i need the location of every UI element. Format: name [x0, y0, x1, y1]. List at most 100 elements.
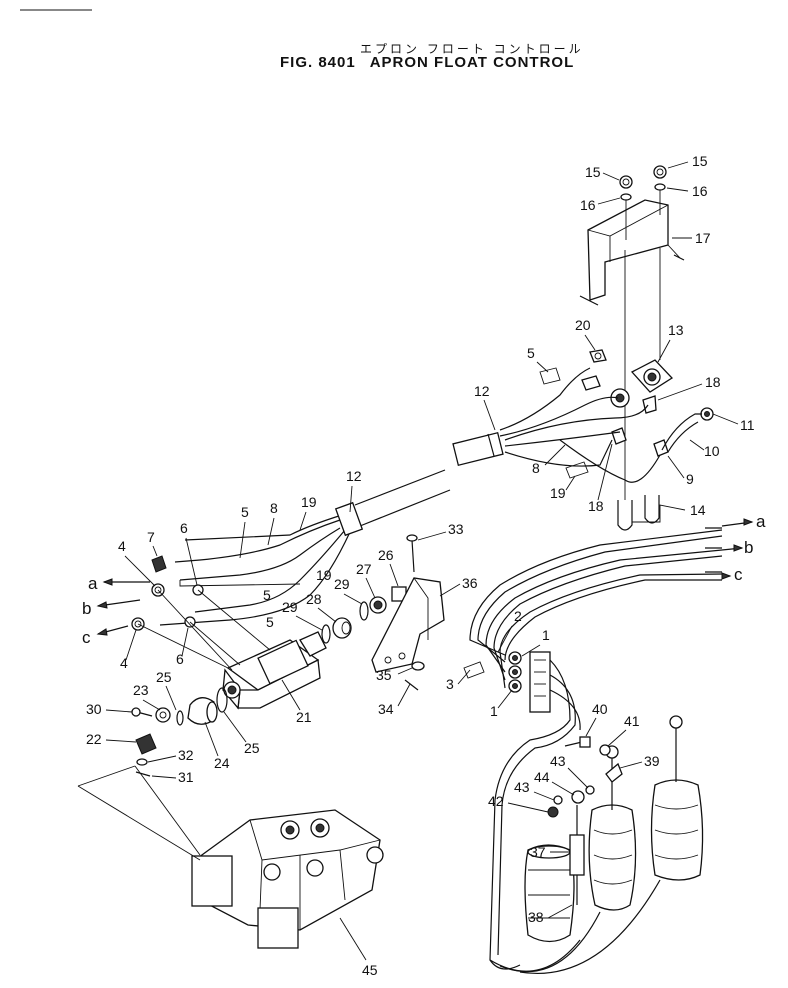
letter-b-left: b	[82, 599, 91, 618]
callout-15: 15	[585, 164, 601, 180]
callout-16: 16	[692, 183, 708, 199]
control-unit-38	[524, 844, 575, 943]
callout-7: 7	[147, 529, 155, 545]
callout-3: 3	[446, 676, 454, 692]
callout-18: 18	[705, 374, 721, 390]
fitting-27	[369, 596, 387, 614]
arrow-a-left	[102, 578, 150, 586]
bolt-30	[131, 707, 153, 717]
callout-4: 4	[118, 538, 126, 554]
callout-15: 15	[692, 153, 708, 169]
callout-45: 45	[362, 962, 378, 978]
washer-35	[411, 661, 425, 671]
arrow-c-left	[96, 625, 129, 636]
tube-bundle-middle	[159, 469, 451, 626]
callout-19: 19	[316, 567, 332, 583]
pin-31	[135, 771, 151, 777]
bolt-40	[564, 736, 591, 748]
callout-29: 29	[282, 599, 298, 615]
bracket-36	[371, 577, 445, 673]
nut-15-right	[653, 165, 667, 179]
nut-1c	[508, 679, 522, 693]
arrow-b-left	[96, 599, 141, 609]
fitting-22	[135, 733, 157, 755]
callout-25: 25	[244, 740, 260, 756]
callout-27: 27	[356, 561, 372, 577]
callout-23: 23	[133, 682, 149, 698]
callout-17: 17	[695, 230, 711, 246]
u-clamp-14b	[644, 495, 660, 524]
callout-11: 11	[740, 417, 755, 433]
switch-37	[569, 805, 585, 905]
connector-block	[529, 651, 551, 713]
oring-25	[216, 687, 228, 713]
callout-37: 37	[530, 844, 546, 860]
callout-35: 35	[376, 667, 392, 683]
arrow-c-right	[721, 572, 732, 580]
callout-41: 41	[624, 713, 640, 729]
callout-31: 31	[178, 769, 194, 785]
washer-16-right	[654, 183, 666, 191]
washer-43b	[553, 795, 563, 805]
callout-8: 8	[270, 500, 278, 516]
callout-39: 39	[644, 753, 660, 769]
fitting-28	[332, 617, 352, 639]
fitting-18b	[611, 427, 627, 445]
screw-33	[406, 534, 418, 573]
callout-6: 6	[180, 520, 188, 536]
fitting-20b	[581, 375, 601, 391]
nut-1a	[508, 651, 522, 665]
callout-34: 34	[378, 701, 394, 717]
title-japanese: エプロン フロート コントロール	[360, 42, 584, 56]
callout-24: 24	[214, 755, 230, 771]
washer-16-left	[620, 193, 632, 201]
nut-1b	[508, 665, 522, 679]
bolt-34	[404, 679, 419, 691]
callout-40: 40	[592, 701, 608, 717]
leader-22-45	[77, 765, 136, 787]
washer-32	[136, 758, 148, 766]
callout-21: 21	[296, 709, 312, 725]
nut-42	[547, 806, 559, 818]
callout-4: 4	[120, 655, 128, 671]
callout-14: 14	[690, 502, 706, 518]
washer-41	[599, 744, 611, 756]
callout-25: 25	[156, 669, 172, 685]
callout-32: 32	[178, 747, 194, 763]
nut-23	[155, 707, 171, 723]
callout-5: 5	[241, 504, 249, 520]
callout-5: 5	[527, 345, 535, 361]
fitting-7	[151, 555, 167, 573]
figure-number: FIG. 8401	[280, 54, 356, 71]
callout-10: 10	[704, 443, 720, 459]
callout-38: 38	[528, 909, 544, 925]
callout-43: 43	[550, 753, 566, 769]
cylinder-21	[222, 631, 327, 710]
callout-13: 13	[668, 322, 684, 338]
letter-a-right: a	[756, 512, 766, 531]
callout-6: 6	[176, 651, 184, 667]
callout-1: 1	[542, 627, 550, 643]
tube-bundle-lower	[469, 527, 723, 689]
nut-15-left	[619, 175, 633, 189]
callout-29: 29	[334, 576, 350, 592]
letter-a-left: a	[88, 574, 98, 593]
control-unit-right	[650, 779, 704, 881]
nut-11	[700, 407, 714, 421]
control-unit-center	[588, 804, 637, 911]
callout-26: 26	[378, 547, 394, 563]
clip-39	[605, 762, 623, 783]
callout-28: 28	[306, 591, 322, 607]
elbow-18	[642, 395, 657, 414]
callout-19: 19	[550, 485, 566, 501]
callout-33: 33	[448, 521, 464, 537]
hose-loop	[489, 659, 571, 970]
callout-18: 18	[588, 498, 604, 514]
main-valve-45	[191, 809, 384, 949]
callout-12: 12	[474, 383, 490, 399]
callout-8: 8	[532, 460, 540, 476]
u-clamp-14a	[617, 500, 633, 531]
